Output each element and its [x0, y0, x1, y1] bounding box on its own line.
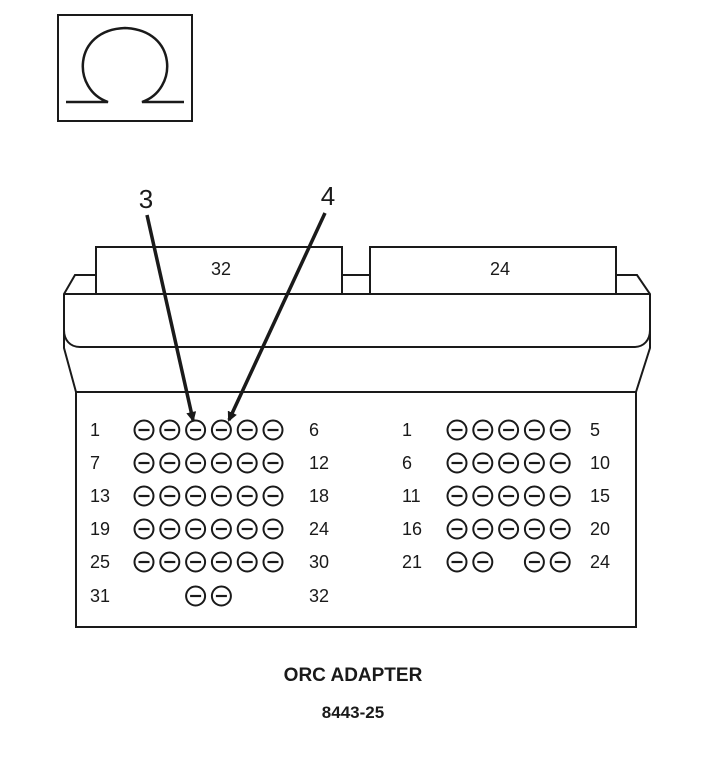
right-pin-r3-2	[472, 485, 494, 507]
right-pin-r3-5	[549, 485, 571, 507]
right-row-start-label: 16	[402, 519, 422, 539]
left-pin-r2-3	[185, 452, 207, 474]
left-pin-r6-2	[210, 585, 232, 607]
callout-label-3: 3	[139, 184, 153, 214]
left-pin-r2-5	[236, 452, 258, 474]
left-pin-r4-3	[185, 518, 207, 540]
right-pin-r1-2	[472, 419, 494, 441]
connector-shoulder	[63, 274, 651, 393]
right-pin-r5-3	[523, 551, 545, 573]
right-pin-r5-1	[446, 551, 468, 573]
left-row-start-label: 7	[90, 453, 100, 473]
left-row-end-label: 18	[309, 486, 329, 506]
right-pin-r4-3	[498, 518, 520, 540]
right-row-start-label: 6	[402, 453, 412, 473]
left-pin-r5-2	[159, 551, 181, 573]
left-row-end-label: 24	[309, 519, 329, 539]
left-pin-r2-2	[159, 452, 181, 474]
left-pin-r4-4	[210, 518, 232, 540]
right-row-end-label: 20	[590, 519, 610, 539]
connector-flange	[63, 293, 651, 348]
left-pin-r1-3	[185, 419, 207, 441]
left-pin-r2-6	[262, 452, 284, 474]
right-row-end-label: 5	[590, 420, 600, 440]
left-pin-r4-2	[159, 518, 181, 540]
right-pin-r5-2	[472, 551, 494, 573]
right-pin-r3-4	[523, 485, 545, 507]
connector-body	[63, 246, 651, 628]
left-block-label: 32	[211, 259, 231, 279]
left-pin-r3-4	[210, 485, 232, 507]
pin-face	[75, 391, 637, 628]
right-pin-r3-1	[446, 485, 468, 507]
left-pin-r6-1	[185, 585, 207, 607]
right-pin-r4-2	[472, 518, 494, 540]
right-pin-r1-4	[523, 419, 545, 441]
left-pin-r1-2	[159, 419, 181, 441]
right-pin-r5-4	[549, 551, 571, 573]
left-pin-r3-6	[262, 485, 284, 507]
right-pin-r2-5	[549, 452, 571, 474]
left-pin-r3-3	[185, 485, 207, 507]
right-row-end-label: 10	[590, 453, 610, 473]
left-pin-r1-5	[236, 419, 258, 441]
right-row-start-label: 21	[402, 552, 422, 572]
left-row-start-label: 13	[90, 486, 110, 506]
right-row-start-label: 1	[402, 420, 412, 440]
right-pin-r1-1	[446, 419, 468, 441]
left-pin-r5-3	[185, 551, 207, 573]
left-row-end-label: 6	[309, 420, 319, 440]
left-row-end-label: 30	[309, 552, 329, 572]
left-row-end-label: 12	[309, 453, 329, 473]
right-pin-r2-3	[498, 452, 520, 474]
callout-3: 3	[139, 184, 197, 422]
left-pin-r5-4	[210, 551, 232, 573]
left-pin-r1-1	[133, 419, 155, 441]
left-pin-r5-6	[262, 551, 284, 573]
left-pin-r1-6	[262, 419, 284, 441]
left-row-start-label: 1	[90, 420, 100, 440]
left-pin-r4-1	[133, 518, 155, 540]
left-row-start-label: 25	[90, 552, 110, 572]
right-pin-r2-1	[446, 452, 468, 474]
left-pin-r5-1	[133, 551, 155, 573]
right-pin-r4-1	[446, 518, 468, 540]
right-row-end-label: 15	[590, 486, 610, 506]
left-pin-r1-4	[210, 419, 232, 441]
left-row-start-label: 31	[90, 586, 110, 606]
left-pin-r2-4	[210, 452, 232, 474]
left-pin-r4-5	[236, 518, 258, 540]
left-row-start-label: 19	[90, 519, 110, 539]
left-pin-r2-1	[133, 452, 155, 474]
caption-code: 8443-25	[322, 703, 384, 722]
left-pin-r3-2	[159, 485, 181, 507]
right-pin-r2-4	[523, 452, 545, 474]
callout-4: 4	[227, 181, 335, 422]
right-row-start-label: 11	[402, 486, 421, 506]
right-pin-r1-5	[549, 419, 571, 441]
ohm-icon	[57, 14, 193, 122]
right-pin-r3-3	[498, 485, 520, 507]
left-pin-r5-5	[236, 551, 258, 573]
right-block-label: 24	[490, 259, 510, 279]
callout-arrow-4	[227, 212, 327, 422]
left-pin-r3-5	[236, 485, 258, 507]
left-row-end-label: 32	[309, 586, 329, 606]
right-pin-r2-2	[472, 452, 494, 474]
left-pin-r4-6	[262, 518, 284, 540]
left-pin-r3-1	[133, 485, 155, 507]
right-pin-r1-3	[498, 419, 520, 441]
right-row-end-label: 24	[590, 552, 610, 572]
callout-label-4: 4	[321, 181, 335, 211]
callout-arrow-3	[145, 214, 197, 422]
right-pin-r4-5	[549, 518, 571, 540]
right-pin-r4-4	[523, 518, 545, 540]
caption-title: ORC ADAPTER	[284, 665, 423, 686]
